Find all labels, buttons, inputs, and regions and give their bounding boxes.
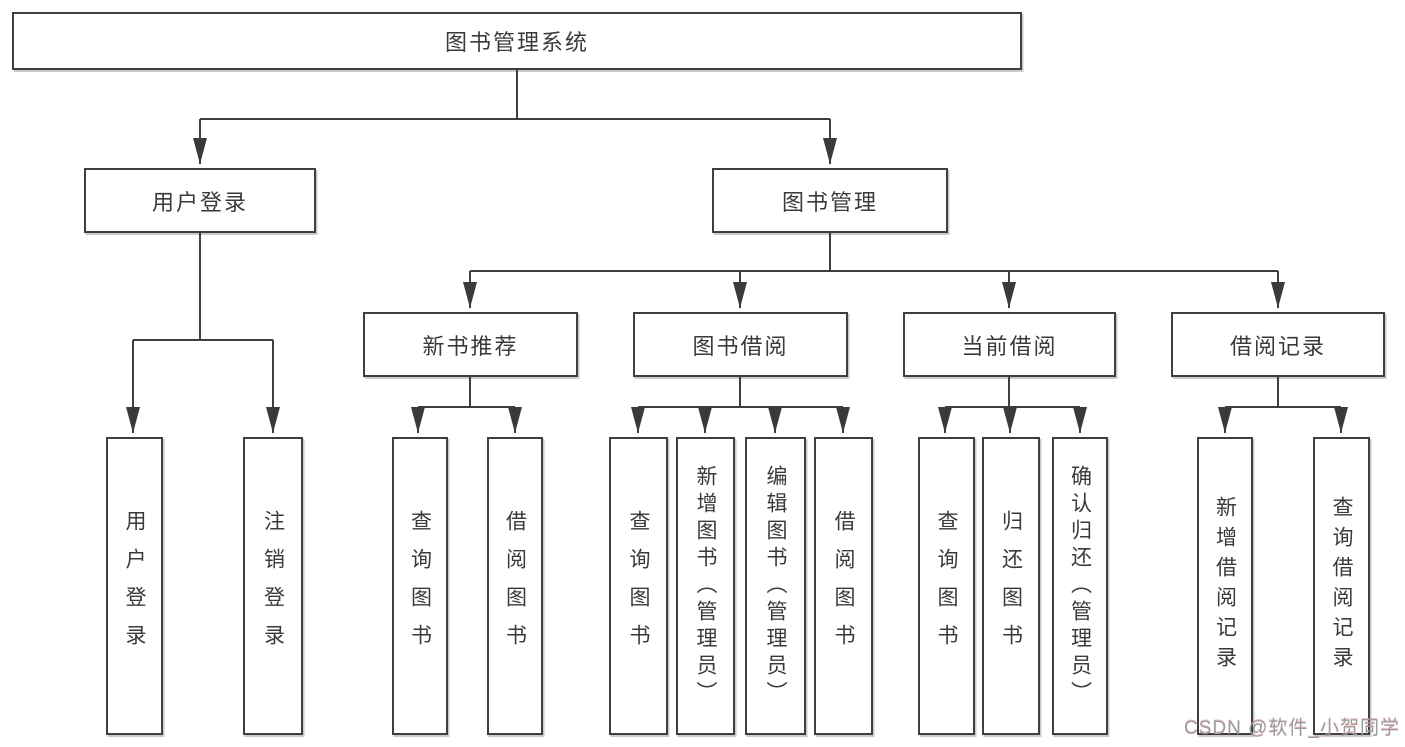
node-label: 归还图书 [999,510,1023,662]
connector-new-books-subtree [411,377,522,433]
node-user-login-leaf: 用户登录 [106,437,163,735]
node-label: 当前借阅 [961,333,1058,359]
connector-current-borrowing-subtree [938,377,1087,433]
node-label: 查询图书 [627,510,650,662]
node-label: 图书管理系统 [444,30,589,55]
node-book-borrowing: 图书借阅 [633,312,848,377]
node-label: 用户登录 [123,510,146,662]
node-label: 编辑图书（管理员） [764,464,787,708]
connector-user-login-subtree [126,233,280,433]
node-query-borrow-record: 查询借阅记录 [1313,437,1370,735]
node-return-book: 归还图书 [982,437,1040,735]
node-logout: 注销登录 [243,437,303,735]
node-book-management: 图书管理 [712,168,948,233]
node-borrow-records: 借阅记录 [1171,312,1385,377]
node-library-management-system: 图书管理系统 [12,12,1022,70]
connector-book-borrowing-subtree [631,377,850,433]
node-label: 借阅图书 [832,510,855,662]
node-label: 用户登录 [151,189,248,215]
node-edit-book-admin: 编辑图书（管理员） [745,437,806,735]
node-label: 查询图书 [935,510,958,662]
node-query-books-current: 查询图书 [918,437,975,735]
node-label: 新增图书（管理员） [694,464,717,708]
node-query-books-recommend: 查询图书 [392,437,448,735]
node-query-books-borrowing: 查询图书 [609,437,668,735]
connector-root-to-branches [193,70,837,164]
node-label: 确认归还（管理员） [1068,464,1092,708]
node-label: 查询借阅记录 [1330,496,1353,676]
node-current-borrowing: 当前借阅 [903,312,1116,377]
node-label: 图书管理 [781,189,878,215]
csdn-watermark: CSDN @软件_小贺同学 [1184,718,1400,739]
node-add-borrow-record: 新增借阅记录 [1197,437,1253,735]
node-confirm-return-admin: 确认归还（管理员） [1052,437,1108,735]
node-label: 注销登录 [261,510,285,662]
node-label: 借阅记录 [1229,333,1326,359]
node-label: 图书借阅 [692,333,789,359]
node-label: 新书推荐 [422,333,519,359]
node-label: 查询图书 [408,510,432,662]
node-label: 借阅图书 [503,510,527,662]
node-add-book-admin: 新增图书（管理员） [676,437,735,735]
node-borrow-books-recommend: 借阅图书 [487,437,543,735]
node-label: 新增借阅记录 [1213,496,1237,676]
connector-book-management-subtree [463,233,1285,308]
node-new-book-recommendation: 新书推荐 [363,312,578,377]
node-borrow-books-borrowing: 借阅图书 [814,437,873,735]
node-user-login-branch: 用户登录 [84,168,316,233]
connector-borrow-records-subtree [1218,377,1348,433]
